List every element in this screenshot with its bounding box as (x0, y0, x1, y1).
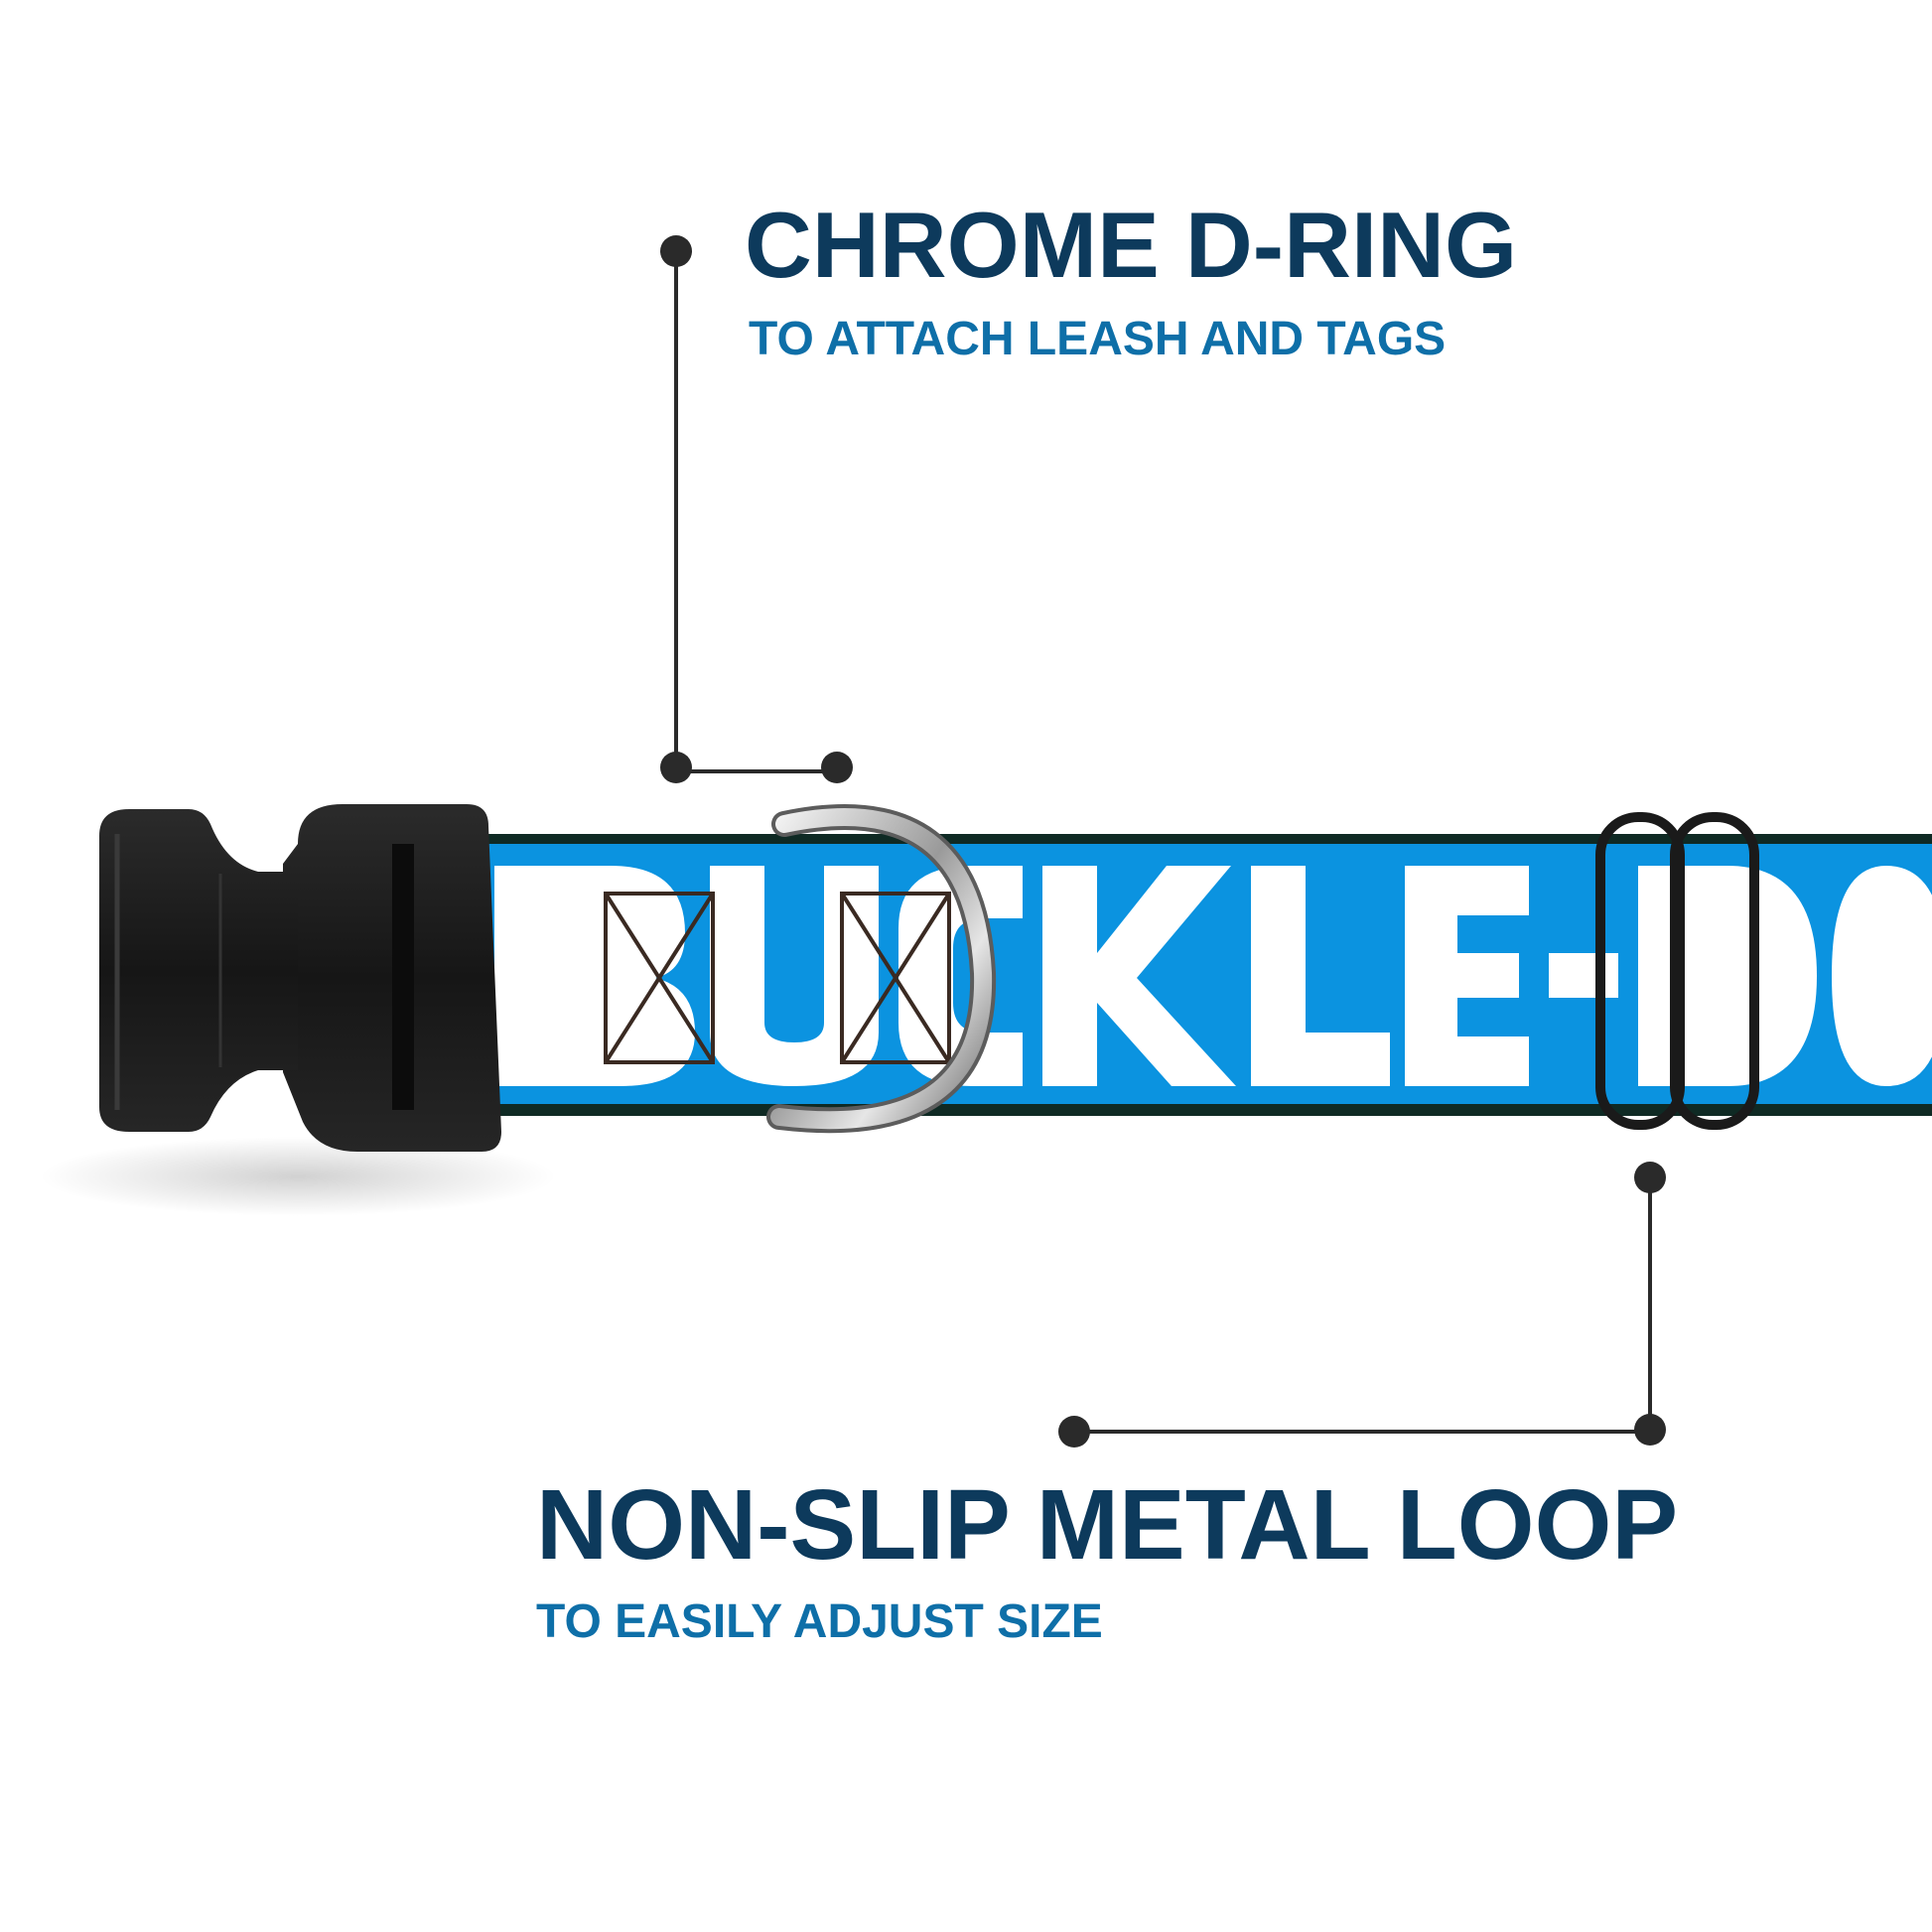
leader-dot (1634, 1414, 1666, 1446)
loop-leader-line (1058, 1162, 1666, 1448)
dring-callout-subtitle: TO ATTACH LEASH AND TAGS (749, 313, 1447, 365)
leader-dot (821, 752, 853, 783)
adjuster-loop (1595, 812, 1759, 1130)
dring-callout-title: CHROME D-RING (745, 193, 1518, 297)
leader-dot (1634, 1162, 1666, 1193)
loop-callout-subtitle: TO EASILY ADJUST SIZE (536, 1595, 1103, 1648)
leader-dot (1058, 1416, 1090, 1448)
dring-leader-line (660, 235, 853, 783)
stitch-reinforcement-right (840, 892, 951, 1064)
leader-dot (660, 235, 692, 267)
side-release-buckle (99, 804, 501, 1152)
leader-dot (660, 752, 692, 783)
d-ring (766, 804, 997, 1134)
buckle-shadow (40, 1137, 556, 1216)
loop-callout-title: NON-SLIP METAL LOOP (536, 1469, 1679, 1581)
stitch-reinforcement-left (604, 892, 715, 1064)
